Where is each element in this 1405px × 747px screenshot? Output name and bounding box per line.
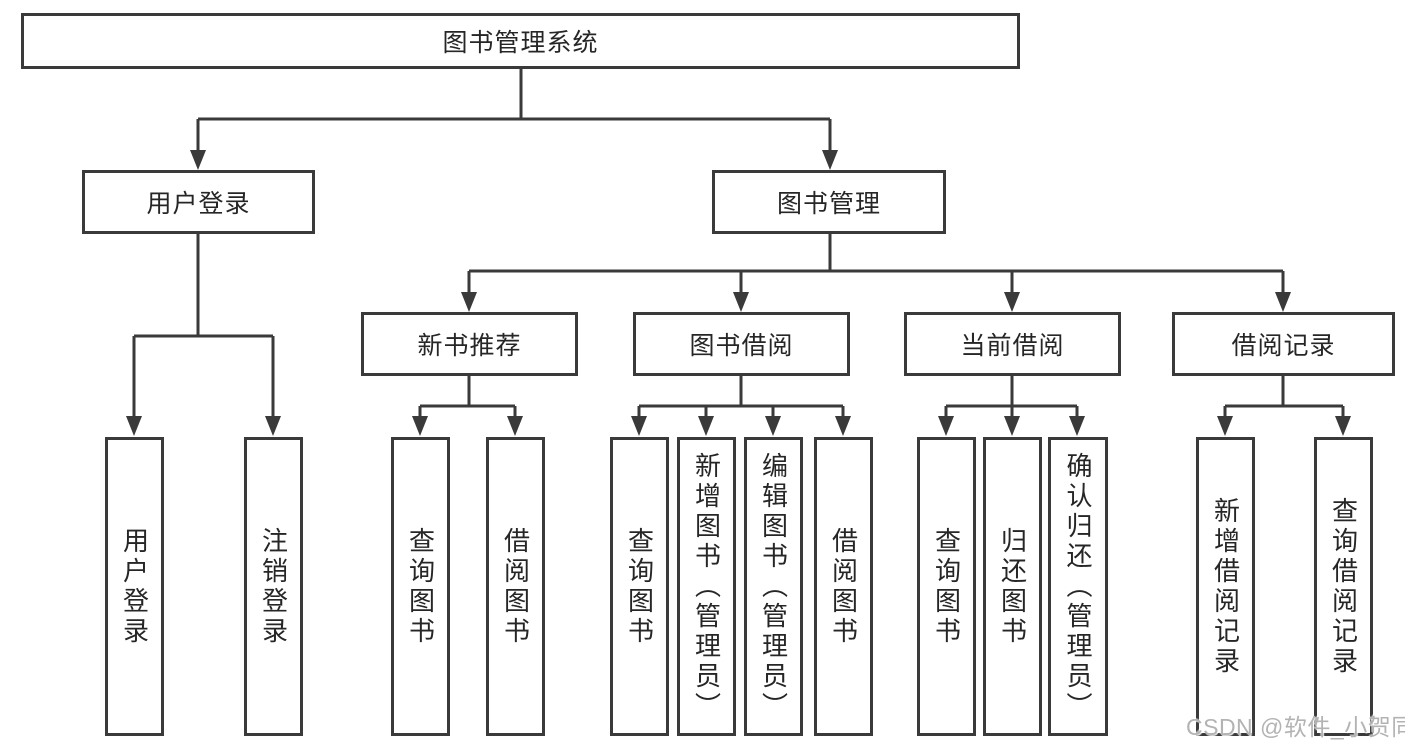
leaf-borrow-books-recommend: 借阅图书: [486, 437, 545, 736]
arrowhead-icons: [126, 150, 1351, 436]
leaf-logout: 注销登录: [244, 437, 303, 736]
node-new-book-recommend: 新书推荐: [361, 312, 578, 376]
node-current-borrow: 当前借阅: [904, 312, 1121, 376]
leaf-confirm-return-admin: 确认归还（管理员）: [1048, 437, 1108, 736]
leaf-query-borrow-record: 查询借阅记录: [1314, 437, 1373, 736]
leaf-query-books-borrow: 查询图书: [610, 437, 669, 736]
node-user-login: 用户登录: [82, 170, 315, 234]
node-book-management: 图书管理: [712, 170, 946, 234]
node-borrow-records: 借阅记录: [1172, 312, 1395, 376]
leaf-return-books: 归还图书: [983, 437, 1042, 736]
leaf-edit-books-admin: 编辑图书（管理员）: [744, 437, 803, 736]
watermark: CSDN @软件_小贺同学: [1186, 714, 1405, 740]
connector-lines: [132, 69, 1345, 420]
leaf-add-books-admin: 新增图书（管理员）: [677, 437, 736, 736]
leaf-add-borrow-record: 新增借阅记录: [1196, 437, 1255, 736]
leaf-query-books-recommend: 查询图书: [391, 437, 450, 736]
node-library-management-system: 图书管理系统: [21, 13, 1020, 69]
leaf-user-login: 用户登录: [105, 437, 164, 736]
node-book-borrow: 图书借阅: [633, 312, 850, 376]
leaf-borrow-books: 借阅图书: [814, 437, 873, 736]
leaf-query-books-current: 查询图书: [917, 437, 976, 736]
